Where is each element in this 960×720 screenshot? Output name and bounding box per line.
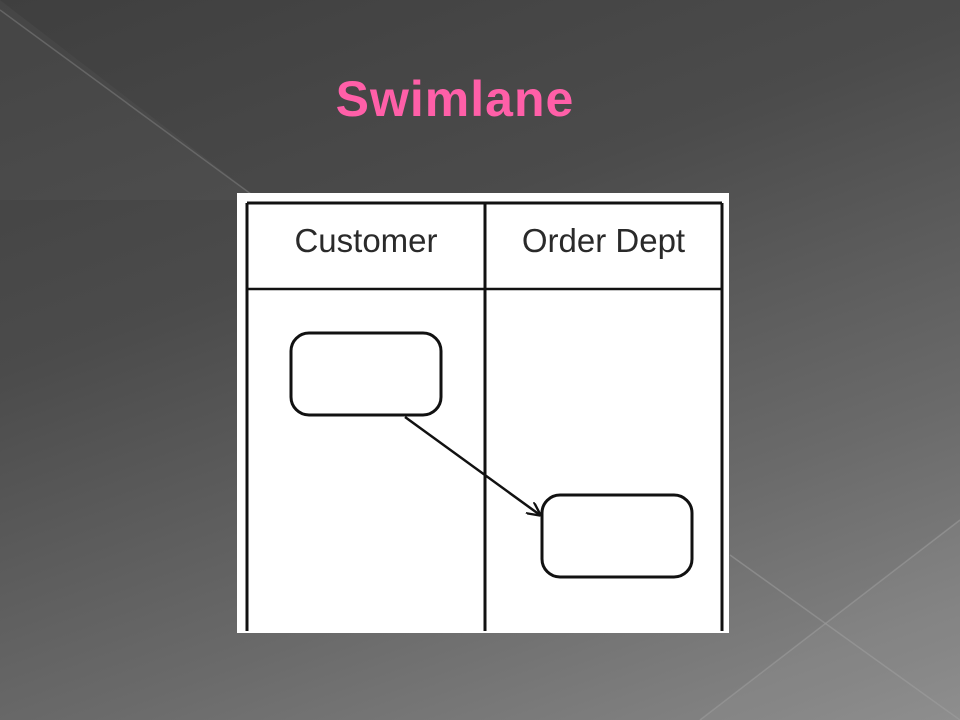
swimlane-diagram-canvas	[245, 201, 724, 631]
activity-1	[289, 331, 443, 417]
activity-2	[540, 493, 694, 579]
transition-arrow	[404, 415, 540, 515]
lane-header-customer: Customer	[294, 222, 438, 259]
swimlane-diagram: Customer Order Dept	[237, 193, 729, 633]
lane-header-order-dept: Order Dept	[521, 222, 686, 259]
slide-title: Swimlane	[335, 71, 575, 127]
